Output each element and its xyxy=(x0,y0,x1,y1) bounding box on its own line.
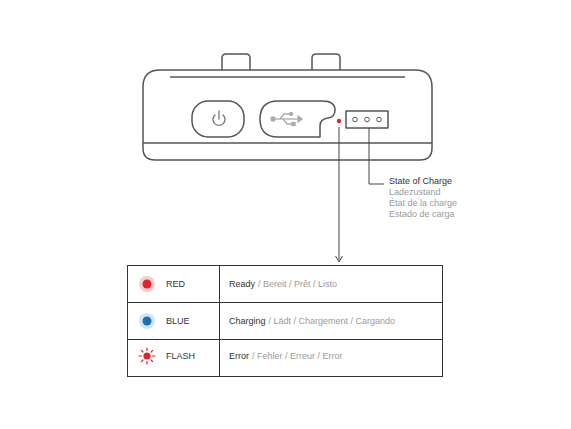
table-cell: Charging xyxy=(229,316,266,327)
flash-indicator xyxy=(139,348,155,364)
callout-label: État de la charge xyxy=(389,198,457,209)
red-indicator xyxy=(143,280,152,289)
top-tab xyxy=(222,54,250,70)
housing-seam xyxy=(170,76,405,78)
callout-label: Estado de carga xyxy=(389,209,455,220)
charge-led xyxy=(353,117,358,122)
table-cell: / Lädt / Chargement / Cargando xyxy=(269,316,396,327)
table-cell: / Fehler / Erreur / Error xyxy=(252,351,343,362)
state-of-charge-indicator xyxy=(346,111,388,128)
blue-indicator-halo xyxy=(139,313,155,329)
table-cell: / Bereit / Prêt / Listo xyxy=(258,279,337,290)
callout-label: State of Charge xyxy=(389,176,452,187)
usb-icon xyxy=(271,113,302,126)
table-cell: Error xyxy=(229,351,249,362)
callout-label: Ladezustand xyxy=(389,187,441,198)
charge-led xyxy=(365,117,370,122)
top-tab xyxy=(312,54,340,70)
leader-line xyxy=(369,128,384,184)
table-cell: BLUE xyxy=(166,316,190,327)
charge-led xyxy=(377,117,382,122)
table-cell: FLASH xyxy=(166,351,195,362)
housing-seam xyxy=(143,142,432,144)
device-housing xyxy=(143,70,432,160)
table-cell: RED xyxy=(166,279,185,290)
status-led xyxy=(337,119,341,123)
blue-indicator xyxy=(143,317,152,326)
pointer-arrow xyxy=(336,127,343,262)
table-cell: Ready xyxy=(229,279,255,290)
usb-button xyxy=(260,101,335,137)
red-indicator-halo xyxy=(139,276,155,292)
power-button xyxy=(192,101,244,137)
power-icon xyxy=(213,111,225,125)
legend-table xyxy=(128,266,443,377)
